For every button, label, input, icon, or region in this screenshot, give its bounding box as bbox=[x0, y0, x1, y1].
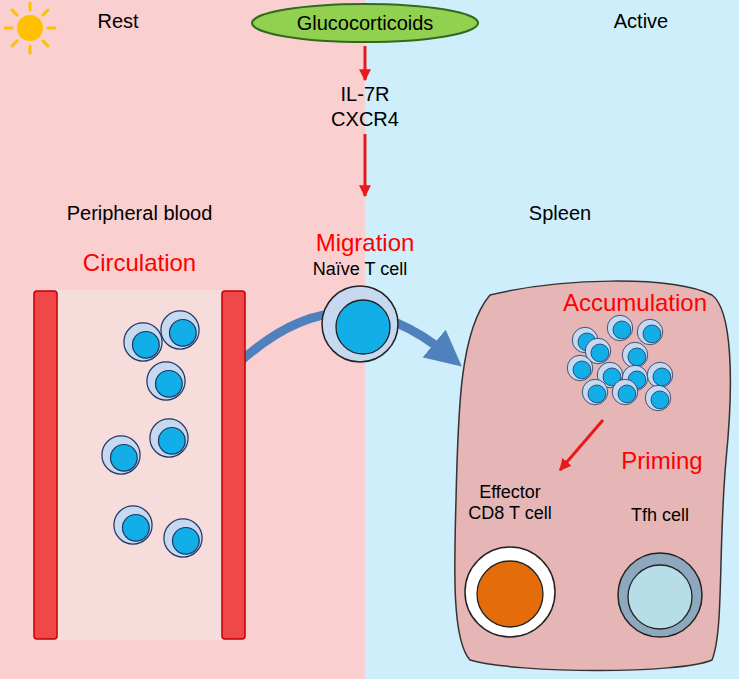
spleen-node: SpleenAccumulationEffector CD8 T cellTfh… bbox=[450, 200, 735, 675]
node-label: Peripheral blood bbox=[33, 202, 246, 225]
node-label: Tfh cell bbox=[610, 505, 710, 526]
hormone-ellipse: Glucocorticoids bbox=[250, 2, 480, 44]
process-label: Priming bbox=[621, 447, 702, 475]
receptor-label: CXCR4 bbox=[331, 108, 399, 131]
node-label: Spleen bbox=[510, 202, 610, 225]
signal-arrow bbox=[364, 46, 367, 80]
naive-t-cell bbox=[300, 283, 420, 365]
effector-cell bbox=[460, 542, 560, 642]
node-label: Effector CD8 T cell bbox=[464, 482, 556, 523]
node-label: Glucocorticoids bbox=[297, 12, 434, 35]
moon-icon bbox=[697, 6, 724, 54]
phase-label: Active bbox=[614, 10, 668, 33]
node-caption: Accumulation bbox=[545, 289, 725, 317]
sun-icon bbox=[5, 3, 55, 53]
priming-arrow bbox=[560, 420, 603, 470]
phase-label: Rest bbox=[97, 10, 138, 33]
blood-cells bbox=[102, 311, 202, 557]
accumulated-cells bbox=[567, 315, 672, 410]
blood-vessel-node: Peripheral bloodCirculation bbox=[33, 200, 246, 640]
node-label: Naïve T cell bbox=[300, 259, 420, 280]
tfh-node: Tfh cell bbox=[610, 505, 710, 640]
tfh-cell bbox=[610, 540, 710, 640]
process-label: Migration bbox=[316, 229, 415, 257]
naive-cell-node: Naïve T cell bbox=[300, 259, 420, 365]
receptor-label: IL-7R bbox=[341, 83, 390, 106]
signal-arrow bbox=[364, 134, 367, 196]
node-caption: Circulation bbox=[33, 249, 246, 277]
effector-node: Effector CD8 T cell bbox=[460, 482, 560, 642]
